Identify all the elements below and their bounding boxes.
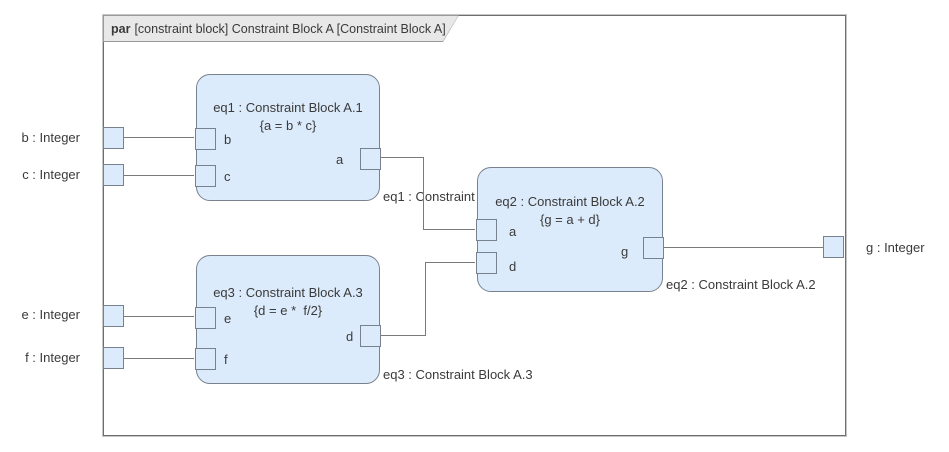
port-eq1-a[interactable] (360, 148, 381, 170)
port-label-eq2-a: a (509, 224, 517, 239)
block-title-eq1: eq1 : Constraint Block A.1 (213, 100, 363, 115)
frame-port-e[interactable] (103, 305, 124, 327)
constraint-block-eq1[interactable]: eq1 : Constraint Block A.1 {a = b * c} b… (195, 74, 381, 201)
connector-label-eq3: eq3 : Constraint Block A.3 (383, 367, 533, 382)
frame-header-label: par [constraint block] Constraint Block … (104, 16, 458, 41)
block-constraint-eq1: {a = b * c} (259, 118, 317, 133)
connector-label-eq2: eq2 : Constraint Block A.2 (666, 277, 816, 292)
frame-port-g[interactable] (823, 236, 844, 258)
port-label-eq3-e: e (224, 311, 232, 326)
port-label-eq3-f: f (224, 352, 228, 367)
port-label-eq2-g: g (621, 244, 629, 259)
frame-header: par [constraint block] Constraint Block … (103, 15, 459, 42)
external-port-label-c: c : Integer (22, 167, 80, 182)
port-eq2-g[interactable] (643, 237, 664, 259)
diagram-frame (103, 15, 846, 436)
port-label-eq3-d: d (346, 329, 354, 344)
port-eq3-d[interactable] (360, 325, 381, 347)
block-title-eq3: eq3 : Constraint Block A.3 (213, 285, 363, 300)
port-label-eq1-a: a (336, 152, 344, 167)
port-label-eq1-b: b (224, 132, 232, 147)
frame-port-b[interactable] (103, 127, 124, 149)
connector-eq1-a-to-eq2-a[interactable] (380, 157, 475, 230)
port-eq1-b[interactable] (195, 128, 216, 150)
frame-title: [constraint block] Constraint Block A [C… (134, 21, 446, 36)
frame-keyword-par: par (111, 21, 131, 36)
port-label-eq2-d: d (509, 259, 517, 274)
frame-port-c[interactable] (103, 164, 124, 186)
port-eq3-e[interactable] (195, 307, 216, 329)
block-title-eq2: eq2 : Constraint Block A.2 (495, 194, 645, 209)
port-eq1-c[interactable] (195, 165, 216, 187)
block-constraint-eq3: {d = e * f/2} (253, 303, 323, 318)
external-port-label-b: b : Integer (21, 130, 80, 145)
port-eq2-a[interactable] (476, 219, 497, 241)
external-port-label-e: e : Integer (21, 307, 80, 322)
port-eq2-d[interactable] (476, 252, 497, 274)
port-eq3-f[interactable] (195, 348, 216, 370)
connector-eq3-d-to-eq2-d[interactable] (380, 262, 475, 336)
constraint-block-eq3[interactable]: eq3 : Constraint Block A.3 {d = e * f/2}… (195, 255, 381, 384)
port-label-eq1-c: c (224, 169, 231, 184)
block-constraint-eq2: {g = a + d} (539, 212, 600, 227)
external-port-label-f: f : Integer (25, 350, 80, 365)
connector-label-eq1: eq1 : Constraint (383, 189, 475, 204)
constraint-block-eq2[interactable]: eq2 : Constraint Block A.2 {g = a + d} a… (476, 167, 664, 292)
frame-port-f[interactable] (103, 347, 124, 369)
external-port-label-g: g : Integer (866, 240, 925, 255)
